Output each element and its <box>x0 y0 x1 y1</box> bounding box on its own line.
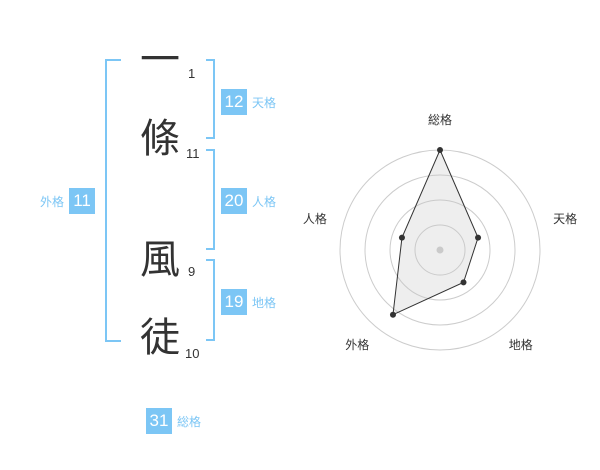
radar-axis-label-5: 人格 <box>303 211 327 226</box>
name-char-1: 一 <box>140 37 180 83</box>
radar-point-2 <box>475 234 482 241</box>
radar-series-polygon <box>392 148 479 316</box>
soukaku-badge: 31 総格 <box>146 408 201 434</box>
chikaku-badge: 19 地格 <box>221 289 276 315</box>
radar-axis-label-2: 天格 <box>553 211 577 226</box>
tenkaku-label: 天格 <box>252 95 277 110</box>
radar-ring-2 <box>389 199 491 301</box>
chikaku-bracket <box>206 259 215 341</box>
radar-ring-1 <box>414 224 466 276</box>
jinkaku-bracket <box>206 149 215 250</box>
radar-ring-3 <box>364 174 516 326</box>
radar-axis-label-4: 外格 <box>345 337 369 352</box>
name-char-3: 風 <box>140 237 180 283</box>
jinkaku-label: 人格 <box>252 194 277 209</box>
gaikaku-bracket <box>105 59 121 342</box>
name-char-2: 條 <box>140 116 180 162</box>
soukaku-value: 31 <box>146 408 172 434</box>
tenkaku-value: 12 <box>221 89 247 115</box>
tenkaku-bracket <box>206 59 215 139</box>
radar-point-1 <box>437 147 443 153</box>
gaikaku-label: 外格 <box>40 194 65 209</box>
jinkaku-value: 20 <box>221 188 247 214</box>
chikaku-label: 地格 <box>252 295 277 310</box>
stroke-count-4: 10 <box>185 346 200 361</box>
radar-axis-label-1: 総格 <box>428 112 452 127</box>
radar-point-5 <box>398 234 405 241</box>
radar-point-4 <box>389 311 396 318</box>
stroke-count-2: 11 <box>186 146 200 161</box>
gaikaku-value: 11 <box>69 188 96 214</box>
radar-point-3 <box>460 279 467 286</box>
soukaku-label: 総格 <box>177 414 202 429</box>
name-char-4: 徒 <box>140 315 180 361</box>
radar-axis-label-3: 地格 <box>509 337 533 352</box>
chikaku-value: 19 <box>221 289 247 315</box>
stroke-count-3: 9 <box>188 264 196 279</box>
jinkaku-badge: 20 人格 <box>221 188 276 214</box>
gaikaku-badge: 外格 11 <box>40 188 96 214</box>
tenkaku-badge: 12 天格 <box>221 89 276 115</box>
stroke-count-1: 1 <box>188 66 196 81</box>
radar-center-dot <box>436 246 444 254</box>
